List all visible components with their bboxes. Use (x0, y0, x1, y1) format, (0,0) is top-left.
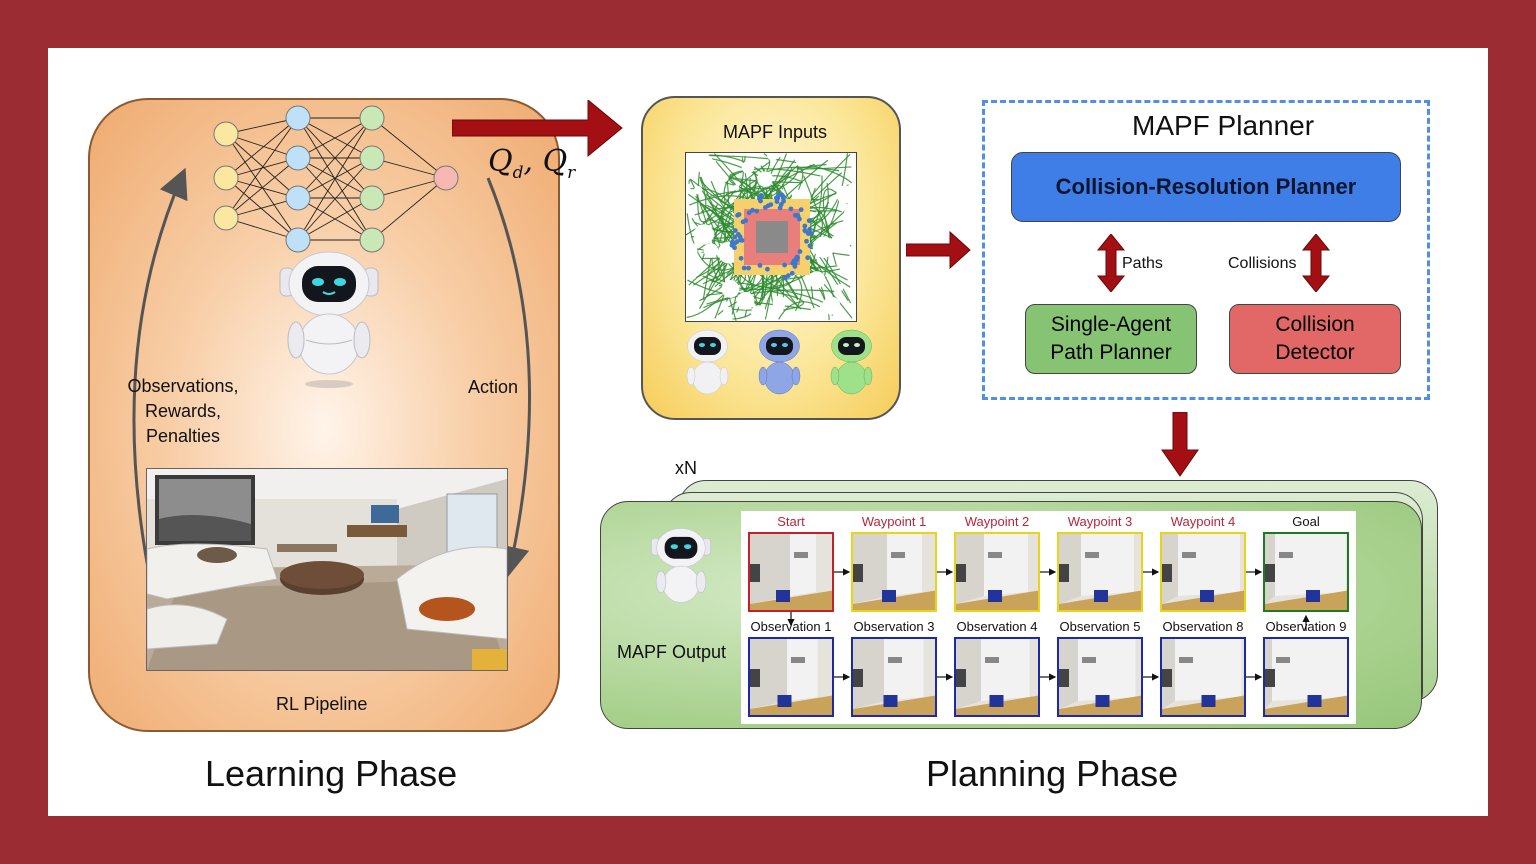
waypoint-label: Waypoint 3 (1067, 514, 1133, 529)
waypoint-frame-4 (1057, 532, 1143, 612)
paths-label: Paths (1122, 255, 1163, 272)
observation-label: Observation 5 (1059, 619, 1141, 634)
waypoint-label: Goal (1292, 514, 1320, 529)
neural-network-icon (213, 105, 459, 253)
observation-label: Observation 8 (1162, 619, 1244, 634)
rl-pipeline-label: RL Pipeline (276, 694, 368, 714)
planning-phase-title: Planning Phase (926, 753, 1179, 794)
planner-to-output-arrow (1161, 412, 1199, 477)
observation-label: Observation 3 (853, 619, 935, 634)
living-room-image (146, 468, 508, 671)
collisions-label: Collisions (1228, 255, 1297, 272)
observation-label: Observation 4 (956, 619, 1038, 634)
collisions-double-arrow (1301, 234, 1331, 292)
observation-frame-6 (1263, 637, 1349, 717)
xn-label: xN (675, 458, 697, 478)
mapf-output-label: MAPF Output (617, 642, 727, 662)
action-arrow (486, 177, 531, 577)
observation-frame-1 (748, 637, 834, 717)
waypoint-label: Start (777, 514, 805, 529)
waypoint-frame-6 (1263, 532, 1349, 612)
map-grid-image (685, 152, 857, 322)
paths-double-arrow (1096, 234, 1126, 292)
rl-loop-arrows (132, 167, 531, 577)
observation-frame-4 (1057, 637, 1143, 717)
robots-row (686, 329, 873, 395)
observations-arrow (132, 167, 188, 569)
robot-output-icon (650, 528, 712, 603)
waypoint-frame-5 (1160, 532, 1246, 612)
mapf-inputs-title: MAPF Inputs (723, 122, 828, 142)
waypoint-strip (741, 511, 1356, 724)
mapf-planner-box (982, 100, 1430, 400)
learning-phase-title: Learning Phase (205, 753, 458, 794)
waypoint-frame-3 (954, 532, 1040, 612)
action-label: Action (468, 377, 519, 397)
waypoint-label: Waypoint 1 (861, 514, 927, 529)
figure-canvas: Observations, Rewards, Penalties Action (48, 48, 1488, 816)
qd-qr-arrow (452, 100, 623, 158)
waypoint-frame-1 (748, 532, 834, 612)
observation-frame-2 (851, 637, 937, 717)
strip-connectors (787, 568, 1310, 681)
equation-label: Qd, Qr (488, 144, 576, 183)
waypoint-label: Waypoint 4 (1170, 514, 1236, 529)
mapf-planner-title: MAPF Planner (1132, 110, 1315, 141)
waypoint-frame-2 (851, 532, 937, 612)
waypoint-label: Waypoint 2 (964, 514, 1030, 529)
observation-label: Observation 1 (750, 619, 832, 634)
collision-resolution-planner: Collision-Resolution Planner (1011, 152, 1401, 222)
observation-frame-5 (1160, 637, 1246, 717)
observation-frame-3 (954, 637, 1040, 717)
observations-label: Observations, Rewards, Penalties (127, 376, 239, 446)
inputs-to-planner-arrow (906, 230, 971, 270)
robot-white-icon (279, 251, 379, 388)
